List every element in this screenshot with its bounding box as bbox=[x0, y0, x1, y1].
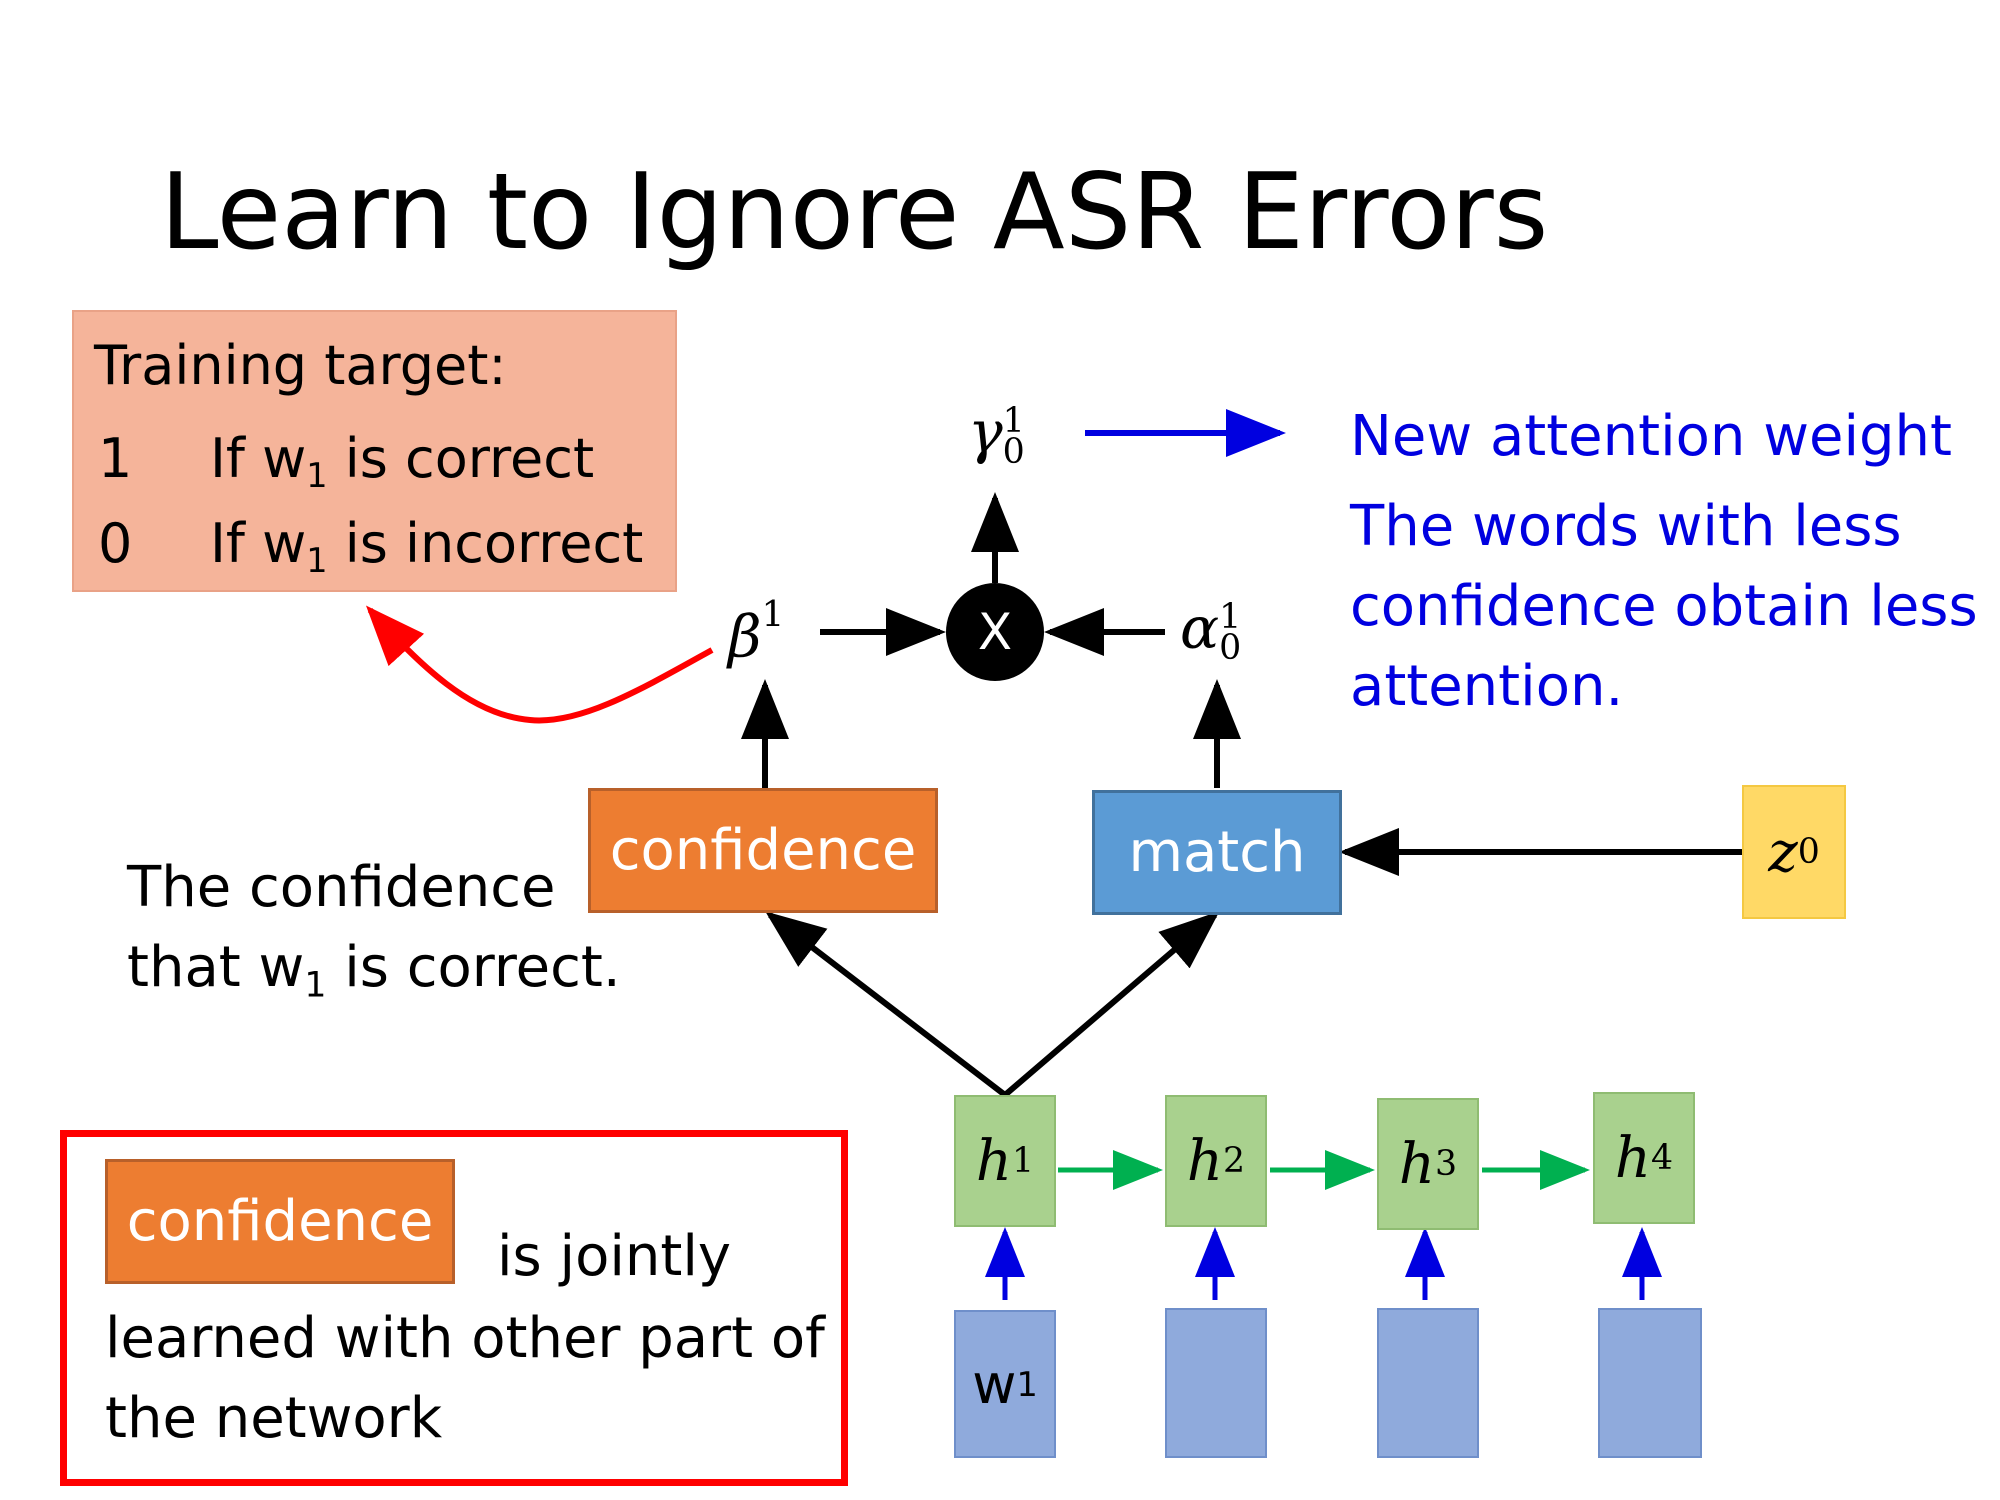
arrow-h1-to-match bbox=[1003, 911, 1220, 1098]
beta-symbol: β1 bbox=[728, 594, 785, 671]
note-line: is jointly bbox=[497, 1224, 732, 1289]
input-word-box bbox=[1377, 1308, 1479, 1458]
training-target-row-incorrect: 0 If w1 is incorrect bbox=[98, 512, 643, 580]
attention-note-line: confidence obtain less bbox=[1350, 574, 1978, 639]
input-word-box bbox=[1598, 1308, 1702, 1458]
target-condition: If w1 is incorrect bbox=[210, 512, 644, 581]
target-value: 0 bbox=[98, 512, 133, 575]
input-word-box bbox=[1165, 1308, 1267, 1458]
note-line: the network bbox=[105, 1386, 443, 1451]
attention-note-line: The words with less bbox=[1350, 494, 1902, 559]
target-condition: If w1 is correct bbox=[210, 427, 595, 496]
attention-note-line: attention. bbox=[1350, 654, 1624, 719]
new-attention-label: New attention weight bbox=[1350, 404, 1952, 469]
confidence-badge: confidence bbox=[105, 1159, 455, 1284]
training-target-box: Training target: 1 If w1 is correct 0 If… bbox=[72, 310, 677, 592]
match-box: match bbox=[1092, 790, 1342, 915]
note-line: learned with other part of bbox=[105, 1306, 825, 1371]
multiply-node: X bbox=[946, 583, 1044, 681]
arrow-beta-to-target bbox=[365, 605, 714, 724]
joint-learning-note: confidence is jointly learned with other… bbox=[60, 1130, 848, 1486]
confidence-desc-line: that w1 is correct. bbox=[127, 935, 621, 1006]
training-target-row-correct: 1 If w1 is correct bbox=[98, 427, 594, 495]
training-target-heading: Training target: bbox=[94, 334, 507, 397]
arrow-h1-to-confidence bbox=[765, 911, 1007, 1098]
target-value: 1 bbox=[98, 427, 133, 490]
confidence-desc-line: The confidence bbox=[127, 855, 556, 920]
page-title: Learn to Ignore ASR Errors bbox=[160, 151, 1549, 273]
confidence-box: confidence bbox=[588, 788, 938, 913]
